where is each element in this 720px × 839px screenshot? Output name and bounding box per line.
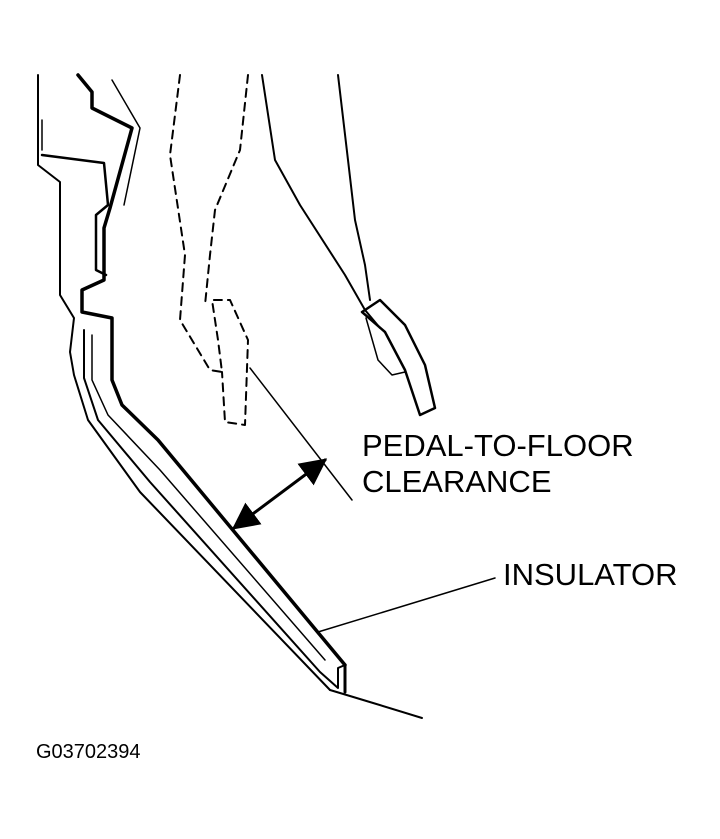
dash-panel-fold <box>111 79 141 206</box>
floor-line <box>329 689 423 719</box>
pedal-to-floor-clearance-label: PEDAL-TO-FLOOR CLEARANCE <box>362 428 634 500</box>
pedal-depressed-back <box>204 74 249 306</box>
pedal-clearance-leader <box>249 367 353 501</box>
dash-panel-inner-edge <box>76 73 347 667</box>
pedal-arm <box>261 74 381 329</box>
pedal-depressed-outline <box>169 74 249 426</box>
clearance-arrow <box>231 458 328 530</box>
figure-code: G03702394 <box>36 741 141 763</box>
dash-panel-outer-edge <box>37 74 331 691</box>
pedal-pad <box>360 298 437 417</box>
insulator-leader <box>317 577 496 633</box>
pedal-arm-back <box>337 74 371 301</box>
insulator-label: INSULATOR <box>503 557 678 592</box>
dash-panel-step <box>40 153 110 277</box>
insulator-pad <box>83 329 346 689</box>
insulator-pad-inner <box>91 334 326 661</box>
pedal-clearance-line2: CLEARANCE <box>362 464 552 499</box>
pedal-pad-face <box>365 317 406 376</box>
pedal-clearance-line1: PEDAL-TO-FLOOR <box>362 428 634 463</box>
